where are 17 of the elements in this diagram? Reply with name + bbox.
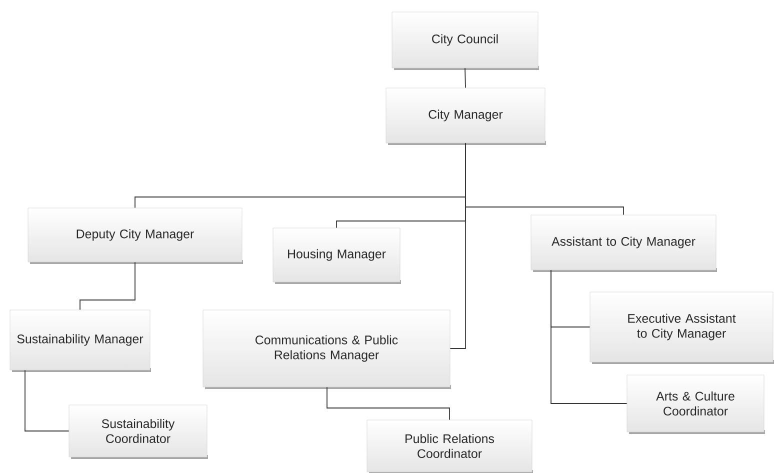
position-box: Public Relations Coordinator xyxy=(366,420,533,473)
position-box: Assistant to City Manager xyxy=(530,214,717,272)
position-box: Arts & Culture Coordinator xyxy=(626,374,765,434)
connector-line xyxy=(24,370,70,432)
connector-line xyxy=(464,68,466,88)
connector-line xyxy=(80,262,136,310)
position-box: Communications & Public Relations Manager xyxy=(202,310,451,389)
connector-line xyxy=(450,142,466,349)
position-box: City Manager xyxy=(386,88,546,145)
position-box: Deputy City Manager xyxy=(28,208,243,264)
position-box: Executive Assistant to City Manager xyxy=(590,292,774,364)
connector-line xyxy=(326,386,450,420)
position-box: Housing Manager xyxy=(272,228,401,284)
position-box: Sustainability Manager xyxy=(10,310,151,372)
connector-line xyxy=(550,270,628,404)
position-box: Sustainability Coordinator xyxy=(68,404,208,459)
position-box: City Council xyxy=(392,12,539,70)
